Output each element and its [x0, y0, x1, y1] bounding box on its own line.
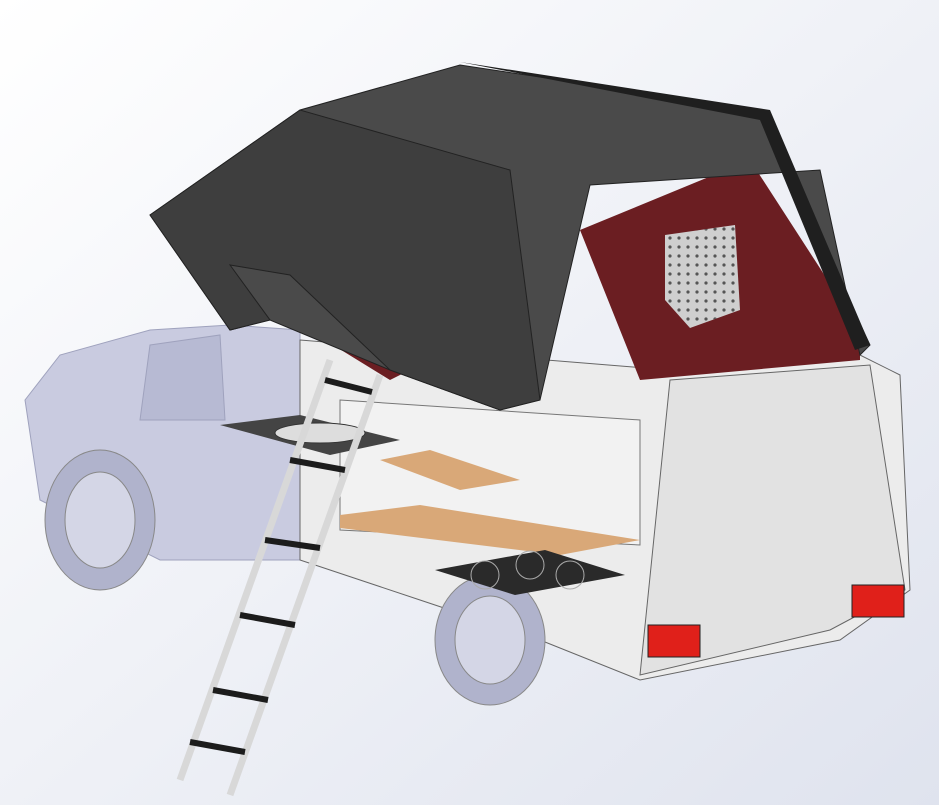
- shelf-wood: [380, 450, 520, 490]
- truck-cab: [24, 324, 301, 591]
- shelf-wood: [340, 505, 640, 555]
- stove: [435, 550, 625, 595]
- tail-light-left: [647, 624, 701, 658]
- rooftop-tent: [149, 62, 871, 411]
- tail-light-right: [851, 584, 905, 618]
- canopy-body: [299, 339, 911, 706]
- ladder: [176, 358, 384, 797]
